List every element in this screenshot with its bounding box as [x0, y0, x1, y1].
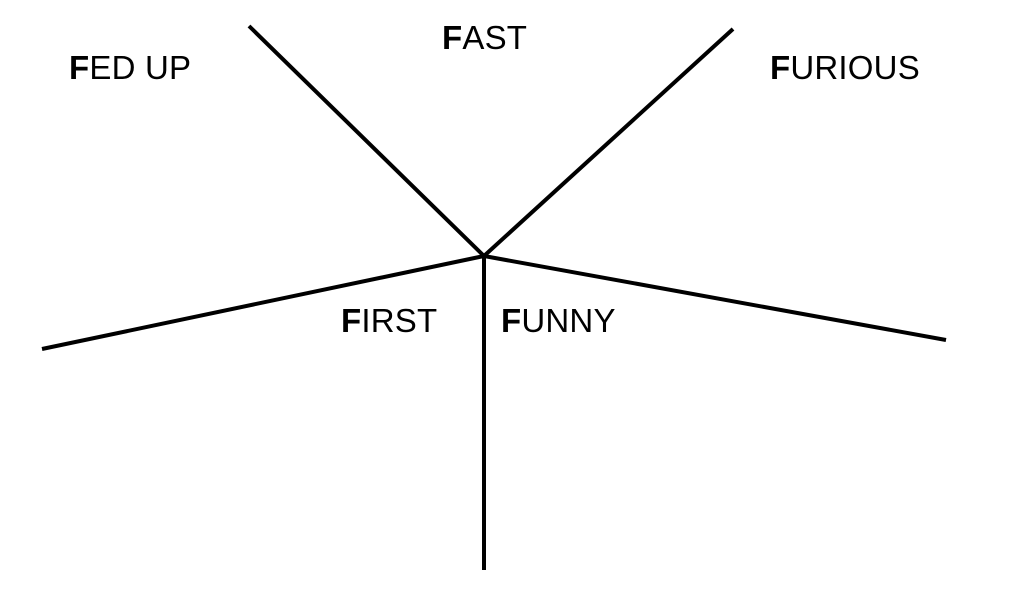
label-fast: FAST: [442, 21, 527, 54]
label-first-rest: IRST: [361, 302, 438, 339]
label-funny: FUNNY: [501, 304, 616, 337]
label-furious: FURIOUS: [770, 51, 920, 84]
label-fast-initial: F: [442, 19, 463, 56]
label-funny-rest: UNNY: [521, 302, 616, 339]
label-first: FIRST: [341, 304, 437, 337]
spoke-upper-left: [247, 24, 486, 258]
label-funny-initial: F: [501, 302, 522, 339]
spoke-upper-right: [482, 27, 735, 258]
spoke-lower-right: [483, 254, 947, 342]
label-fast-rest: AST: [462, 19, 528, 56]
label-fed-up-initial: F: [69, 49, 90, 86]
label-furious-initial: F: [770, 49, 791, 86]
spoke-lower-left: [41, 254, 485, 351]
label-fed-up-rest: ED UP: [89, 49, 192, 86]
label-fed-up: FED UP: [69, 51, 191, 84]
label-first-initial: F: [341, 302, 362, 339]
label-furious-rest: URIOUS: [790, 49, 920, 86]
